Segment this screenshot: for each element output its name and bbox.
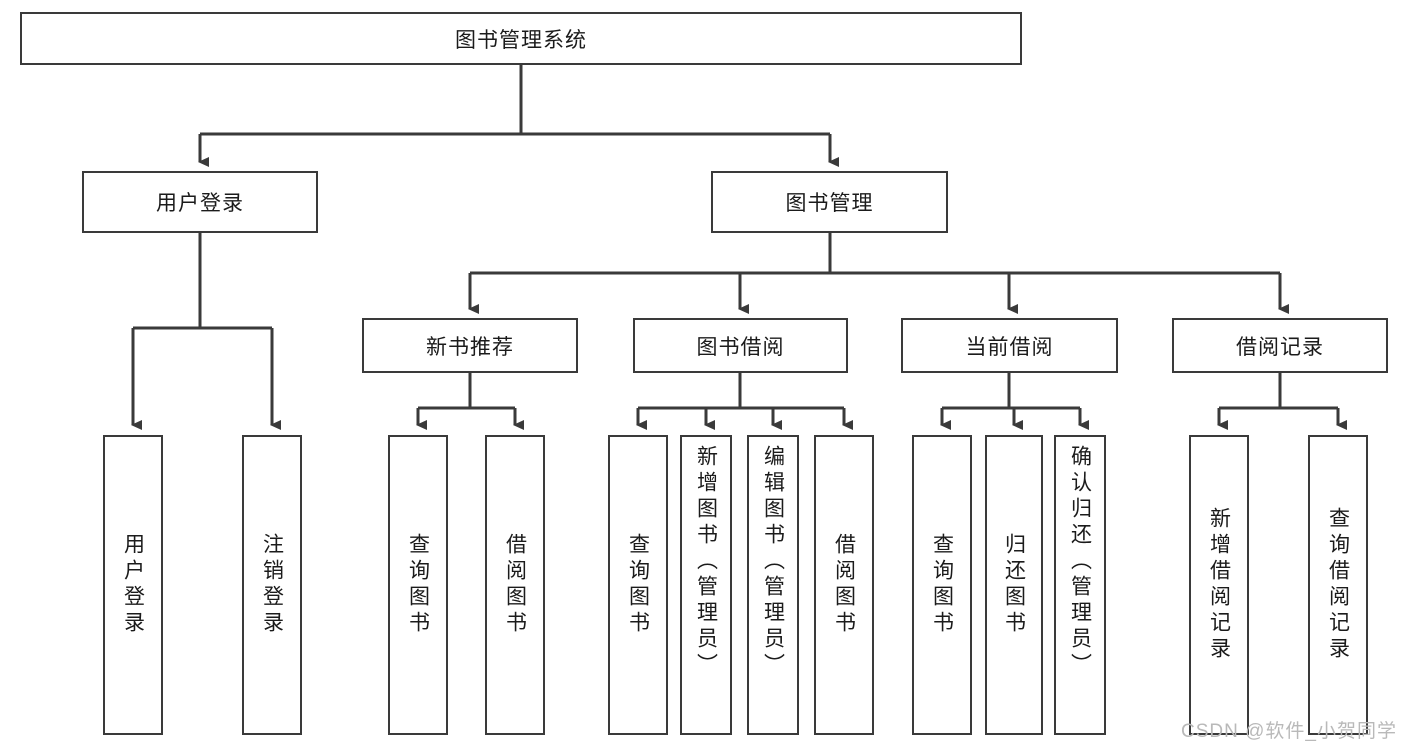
node-leaf-query-book-3[interactable]: 查询图书 — [912, 435, 972, 735]
node-book-manage-label: 图书管理 — [785, 192, 874, 215]
node-leaf-borrow-book-1[interactable]: 借阅图书 — [485, 435, 545, 735]
node-leaf-query-book-1[interactable]: 查询图书 — [388, 435, 448, 735]
node-leaf-query-book-2[interactable]: 查询图书 — [608, 435, 668, 735]
node-leaf-query-book-1-label: 查询图书 — [406, 533, 430, 637]
node-user-login[interactable]: 用户登录 — [82, 171, 318, 233]
node-leaf-query-book-3-label: 查询图书 — [930, 533, 954, 637]
node-leaf-query-record[interactable]: 查询借阅记录 — [1308, 435, 1368, 735]
node-current-borrow-label: 当前借阅 — [965, 335, 1054, 359]
node-borrow-record[interactable]: 借阅记录 — [1172, 318, 1388, 373]
node-leaf-query-record-label: 查询借阅记录 — [1326, 507, 1350, 663]
node-book-manage[interactable]: 图书管理 — [711, 171, 948, 233]
node-book-borrow[interactable]: 图书借阅 — [633, 318, 848, 373]
node-leaf-confirm-return-label: 确认归还（管理员） — [1068, 445, 1092, 679]
node-leaf-confirm-return[interactable]: 确认归还（管理员） — [1054, 435, 1106, 735]
node-borrow-record-label: 借阅记录 — [1236, 335, 1324, 359]
node-book-borrow-label: 图书借阅 — [696, 335, 785, 359]
node-leaf-add-record[interactable]: 新增借阅记录 — [1189, 435, 1249, 735]
node-leaf-user-logout[interactable]: 注销登录 — [242, 435, 302, 735]
node-leaf-return-book-label: 归还图书 — [1002, 533, 1026, 637]
node-leaf-query-book-2-label: 查询图书 — [626, 533, 650, 637]
node-leaf-return-book[interactable]: 归还图书 — [985, 435, 1043, 735]
node-root-label: 图书管理系统 — [455, 28, 587, 52]
node-new-book-rec[interactable]: 新书推荐 — [362, 318, 578, 373]
node-leaf-borrow-book-1-label: 借阅图书 — [503, 533, 527, 637]
node-leaf-user-login[interactable]: 用户登录 — [103, 435, 163, 735]
node-leaf-add-record-label: 新增借阅记录 — [1207, 507, 1231, 663]
node-current-borrow[interactable]: 当前借阅 — [901, 318, 1118, 373]
node-new-book-rec-label: 新书推荐 — [426, 335, 514, 359]
node-leaf-edit-book-label: 编辑图书（管理员） — [761, 445, 785, 679]
node-leaf-user-logout-label: 注销登录 — [260, 533, 284, 637]
node-leaf-add-book[interactable]: 新增图书（管理员） — [680, 435, 732, 735]
node-leaf-user-login-label: 用户登录 — [121, 533, 145, 637]
node-root[interactable]: 图书管理系统 — [20, 12, 1022, 65]
node-leaf-add-book-label: 新增图书（管理员） — [694, 445, 718, 679]
node-leaf-edit-book[interactable]: 编辑图书（管理员） — [747, 435, 799, 735]
node-user-login-label: 用户登录 — [156, 192, 244, 215]
node-leaf-borrow-book-2-label: 借阅图书 — [832, 533, 856, 637]
watermark: CSDN @软件_小贺同学 — [1181, 721, 1397, 742]
node-leaf-borrow-book-2[interactable]: 借阅图书 — [814, 435, 874, 735]
